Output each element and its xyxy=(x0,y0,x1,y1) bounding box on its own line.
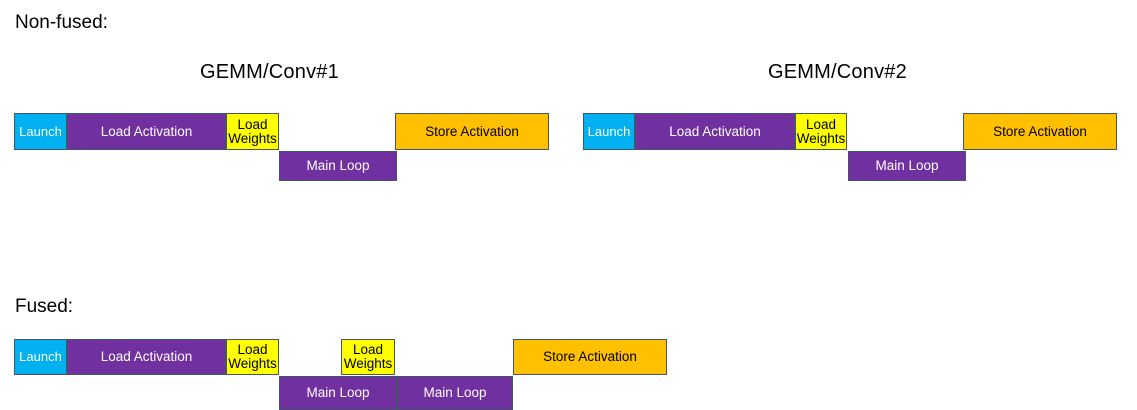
bar-label-main-loop: Main Loop xyxy=(306,158,370,174)
bar-load-weights-gemm2[interactable]: Load Weights xyxy=(795,113,847,150)
bar-label-load-weights-line2: Weights xyxy=(228,356,277,371)
group-title-gemm-conv-1: GEMM/Conv#1 xyxy=(200,61,339,83)
bar-label-store-activation: Store Activation xyxy=(993,123,1087,139)
bar-load-activation-gemm2[interactable]: Load Activation xyxy=(635,113,795,150)
bar-main-loop-gemm2[interactable]: Main Loop xyxy=(848,151,966,181)
bar-main-loop-gemm1[interactable]: Main Loop xyxy=(279,151,397,181)
bar-label-main-loop: Main Loop xyxy=(423,385,487,401)
bar-load-weights-fused-2[interactable]: Load Weights xyxy=(341,339,395,375)
bar-store-activation-gemm1[interactable]: Store Activation xyxy=(395,113,549,150)
bar-label-main-loop: Main Loop xyxy=(875,158,939,174)
bar-label-load-weights: Load Weights xyxy=(342,342,394,371)
group-title-gemm-conv-2: GEMM/Conv#2 xyxy=(768,61,907,83)
bar-label-load-weights-line2: Weights xyxy=(228,130,277,146)
bar-label-launch: Launch xyxy=(19,123,62,139)
bar-label-load-activation: Load Activation xyxy=(669,123,761,139)
bar-main-loop-fused-2[interactable]: Main Loop xyxy=(397,376,513,410)
bar-label-load-weights-line2: Weights xyxy=(796,130,846,146)
bar-launch-gemm2[interactable]: Launch xyxy=(583,113,635,150)
bar-store-activation-fused[interactable]: Store Activation xyxy=(513,339,667,375)
bar-label-load-weights-line1: Load xyxy=(237,116,268,132)
bar-label-load-weights-line1: Load xyxy=(237,342,268,358)
bar-label-launch: Launch xyxy=(19,349,62,365)
bar-label-main-loop: Main Loop xyxy=(306,385,370,401)
bar-load-activation-fused[interactable]: Load Activation xyxy=(67,339,226,375)
bar-store-activation-gemm2[interactable]: Store Activation xyxy=(963,113,1117,150)
bar-label-load-weights: Load Weights xyxy=(796,116,846,146)
bar-load-activation-gemm1[interactable]: Load Activation xyxy=(67,113,226,150)
bar-load-weights-gemm1[interactable]: Load Weights xyxy=(226,113,279,150)
bar-label-load-weights: Load Weights xyxy=(227,342,278,371)
bar-label-load-activation: Load Activation xyxy=(100,123,193,139)
section-label-non-fused: Non-fused: xyxy=(15,12,108,33)
bar-label-load-weights: Load Weights xyxy=(227,116,278,146)
bar-load-weights-fused-1[interactable]: Load Weights xyxy=(226,339,279,375)
bar-label-load-weights-line1: Load xyxy=(352,342,384,358)
bar-label-store-activation: Store Activation xyxy=(425,123,519,139)
bar-launch-fused[interactable]: Launch xyxy=(14,339,67,375)
bar-launch-gemm1[interactable]: Launch xyxy=(14,113,67,150)
bar-label-load-weights-line2: Weights xyxy=(343,356,393,371)
bar-label-load-activation: Load Activation xyxy=(100,349,193,365)
bar-label-load-weights-line1: Load xyxy=(805,116,837,132)
bar-label-store-activation: Store Activation xyxy=(543,349,637,365)
bar-label-launch: Launch xyxy=(587,123,631,139)
section-label-fused: Fused: xyxy=(15,296,74,317)
bar-main-loop-fused-1[interactable]: Main Loop xyxy=(279,376,397,410)
